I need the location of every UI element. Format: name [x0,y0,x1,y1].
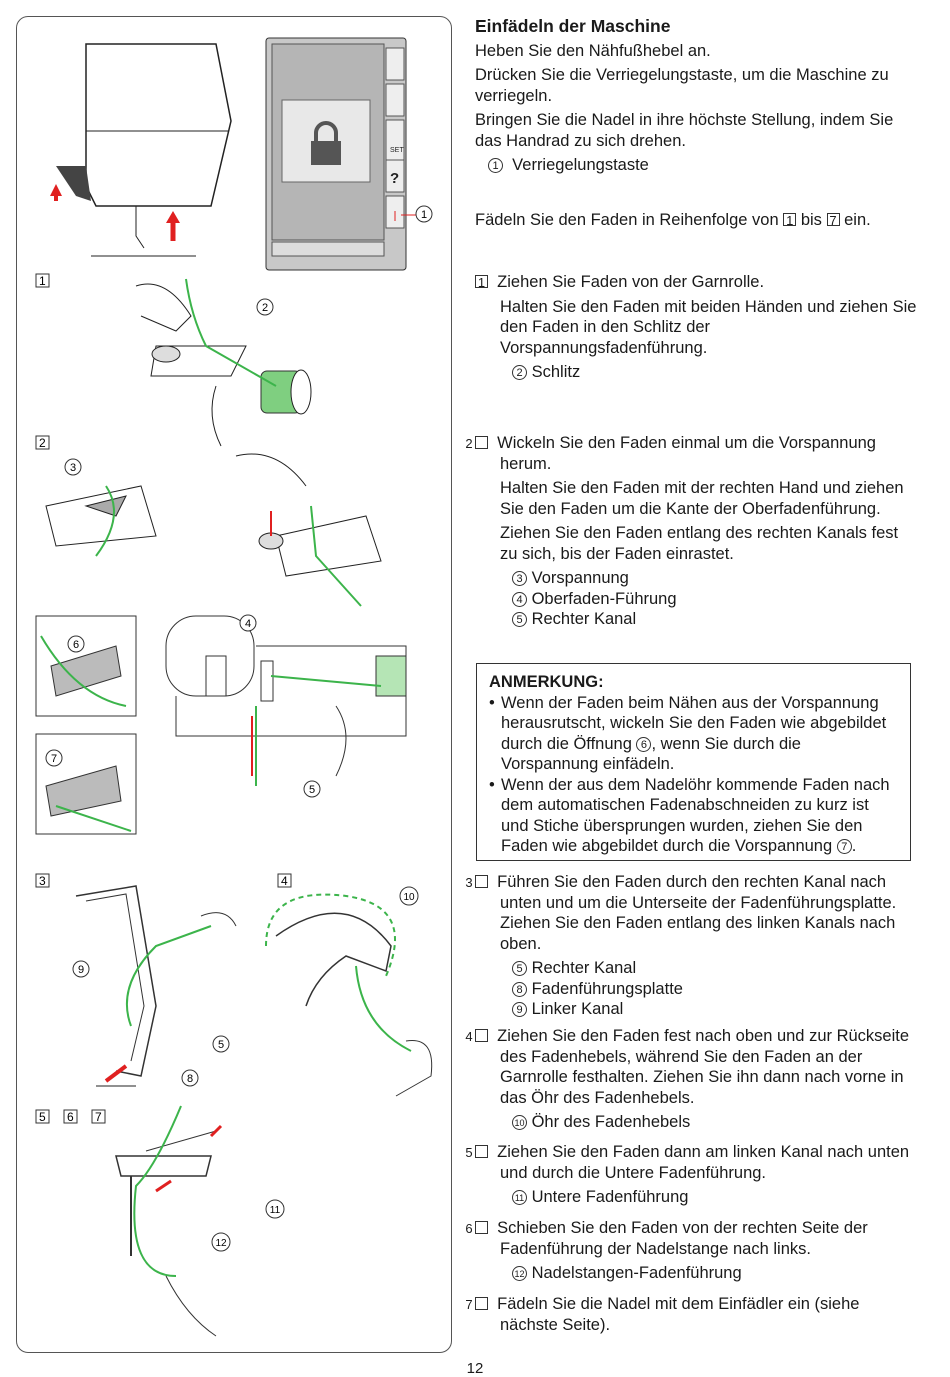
step-label-6: 6 [67,1110,74,1124]
note-box: ANMERKUNG: •Wenn der Faden beim Nähen au… [476,663,911,861]
note-bullet-1: •Wenn der Faden beim Nähen aus der Vorsp… [489,693,887,774]
lcd-screen-drawing: SET ? [265,37,416,271]
page-title: Einfädeln der Maschine [475,16,671,36]
intro-section: Einfädeln der Maschine Heben Sie den Näh… [475,16,920,176]
step-label-1: 1 [39,274,46,288]
callout-5a: 5 [309,784,315,796]
set-label: SET [390,147,404,154]
step-2: 2 Wickeln Sie den Faden einmal um die Vo… [465,434,904,628]
callout-1: 1 [421,209,427,221]
note-title: ANMERKUNG: [489,673,604,691]
order-line: Fädeln Sie den Faden in Reihenfolge von … [475,211,871,229]
callout-9: 9 [78,964,84,976]
step-4: 4 Ziehen Sie den Faden fest nach oben un… [465,1027,910,1131]
illustration-panel [16,16,452,1353]
step2-drawing [45,453,382,607]
callout-8: 8 [187,1073,193,1085]
step-7: 7 Fädeln Sie die Nadel mit dem Einfädler… [465,1295,860,1334]
threading-illustration: SET ? 1 2 3 4 5 6 7 [35,37,433,1337]
callout-12: 12 [215,1238,227,1249]
callout-3: 3 [70,462,76,474]
step-label-4: 4 [281,874,288,888]
inset-drawings [35,615,137,835]
callout-7: 7 [51,753,57,765]
intro-item: 1 Verriegelungstaste [475,155,920,176]
callout-6: 6 [73,639,79,651]
page-number: 12 [466,1360,484,1377]
callouts: 1 2 3 4 5 6 7 8 9 5 10 11 12 [45,205,433,1252]
callout-11: 11 [270,1205,281,1216]
callout-10: 10 [403,892,415,903]
callout-4: 4 [245,618,251,630]
callout-5b: 5 [218,1039,224,1051]
step5-7-drawing [115,1105,223,1337]
intro-line-2: Drücken Sie die Verriegelungstaste, um d… [475,66,889,105]
step4-drawing [265,893,433,1097]
upper-thread-guide-drawing [165,615,407,786]
step-label-5: 5 [39,1110,46,1124]
step1-drawing [135,278,312,447]
step-label-boxes: 1 2 3 4 5 6 7 [35,273,292,1124]
svg-text:?: ? [390,170,399,187]
machine-head-drawing [50,43,232,257]
intro-line-1: Heben Sie den Nähfußhebel an. [475,41,711,60]
step-6: 6 Schieben Sie den Faden von der rechten… [465,1219,868,1282]
step-3: 3 Führen Sie den Faden durch den rechten… [465,873,897,1018]
note-bullet-2: •Wenn der aus dem Nadelöhr kommende Fade… [489,775,890,856]
step-label-7: 7 [95,1110,102,1124]
step-label-2: 2 [39,436,46,450]
intro-line-3: Bringen Sie die Nadel in ihre höchste St… [475,111,894,150]
callout-2: 2 [262,302,268,314]
step-1: 1 Ziehen Sie Faden von der Garnrolle. Ha… [475,272,920,383]
step-5: 5 Ziehen Sie den Faden dann am linken Ka… [465,1143,910,1206]
step-label-3: 3 [39,874,46,888]
step3-drawing [75,885,237,1087]
